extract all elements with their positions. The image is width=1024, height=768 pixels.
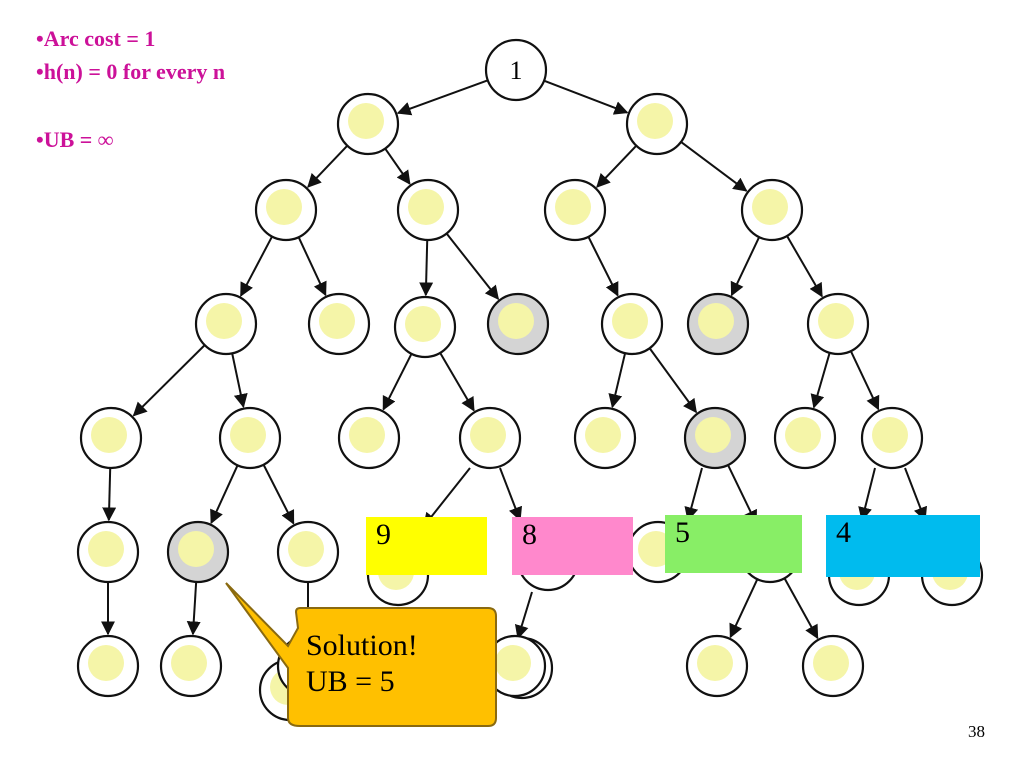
tree-node (573, 406, 637, 470)
tree-edges (101, 79, 928, 640)
tree-node (773, 406, 837, 470)
upper-bound-note: •UB = ∞ (36, 127, 114, 152)
solution-callout-bubble (225, 582, 497, 727)
tree-node (307, 292, 371, 356)
bound-box-8: 8 (512, 517, 633, 575)
tree-node (625, 92, 689, 156)
tree-edge-arrow (210, 464, 239, 525)
tree-edge-arrow (727, 464, 757, 525)
tree-edge-arrow (608, 352, 627, 409)
tree-edge-arrow (904, 467, 928, 522)
tree-node (396, 178, 460, 242)
tree-node (76, 520, 140, 584)
tree-edge-arrow (514, 591, 533, 640)
tree-node (801, 634, 865, 698)
tree-node (218, 406, 282, 470)
solution-callout-text: Solution! UB = 5 (306, 628, 486, 700)
arc-cost-note: •Arc cost = 1 (36, 26, 156, 51)
tree-edge-arrow (648, 347, 697, 414)
tree-edge-arrow (231, 353, 248, 409)
tree-edge-arrow (439, 352, 475, 412)
tree-edge-arrow (786, 235, 823, 298)
tree-nodes: 11 (76, 38, 984, 722)
tree-edge-arrow (102, 467, 117, 522)
tree-node (860, 406, 924, 470)
bound-box-4: 4 (826, 515, 980, 577)
tree-node (483, 634, 547, 698)
tree-edge-arrow (499, 467, 523, 522)
tree-node (683, 406, 747, 470)
tree-node (806, 292, 870, 356)
tree-node: 1 (393, 295, 457, 359)
tree-edge-arrow (396, 79, 489, 116)
tree-node (254, 178, 318, 242)
tree-node (486, 292, 550, 356)
tree-node (740, 178, 804, 242)
tree-edge-arrow (419, 239, 434, 297)
tree-edge-arrow (596, 145, 638, 188)
tree-node (276, 520, 340, 584)
tree-node (166, 520, 230, 584)
tree-edge-arrow (810, 352, 831, 409)
tree-edge-arrow (240, 236, 273, 297)
tree-edge-arrow (858, 467, 876, 522)
tree-edge-arrow (730, 236, 761, 297)
tree-edge-arrow (680, 141, 748, 192)
tree-edge-arrow (684, 467, 703, 522)
heuristic-note: •h(n) = 0 for every n (36, 59, 226, 84)
callout-line-solution: Solution! (306, 629, 418, 662)
tree-node (543, 178, 607, 242)
tree-edge-arrow (729, 578, 759, 639)
tree-edge-arrow (186, 581, 201, 636)
tree-node (685, 634, 749, 698)
tree-node (336, 92, 400, 156)
tree-edge-arrow (297, 236, 327, 297)
bound-box-5: 5 (665, 515, 802, 573)
bound-box-9: 9 (366, 517, 487, 575)
tree-edge-arrow (587, 236, 619, 297)
tree-node (458, 406, 522, 470)
tree-edge-arrow (543, 79, 629, 115)
root-node-label: 1 (510, 56, 523, 85)
tree-node (76, 634, 140, 698)
page-number: 38 (968, 722, 985, 741)
tree-edge-arrow (382, 353, 413, 411)
tree-node (686, 292, 750, 356)
callout-line-upper-bound: UB = 5 (306, 665, 395, 698)
tree-edge-arrow (384, 148, 411, 185)
tree-edge-arrow (423, 467, 471, 528)
tree-edge-arrow (307, 145, 349, 188)
tree-root-node: 1 (484, 38, 548, 102)
tree-node (337, 406, 401, 470)
tree-edge-arrow (849, 350, 880, 411)
tree-node (600, 292, 664, 356)
tree-edge-arrow (262, 464, 295, 525)
tree-edge-arrow (783, 577, 819, 640)
tree-edge-arrow (132, 344, 206, 417)
tree-node (159, 634, 223, 698)
tree-edge-arrow (445, 232, 500, 300)
tree-node (194, 292, 258, 356)
tree-node (79, 406, 143, 470)
